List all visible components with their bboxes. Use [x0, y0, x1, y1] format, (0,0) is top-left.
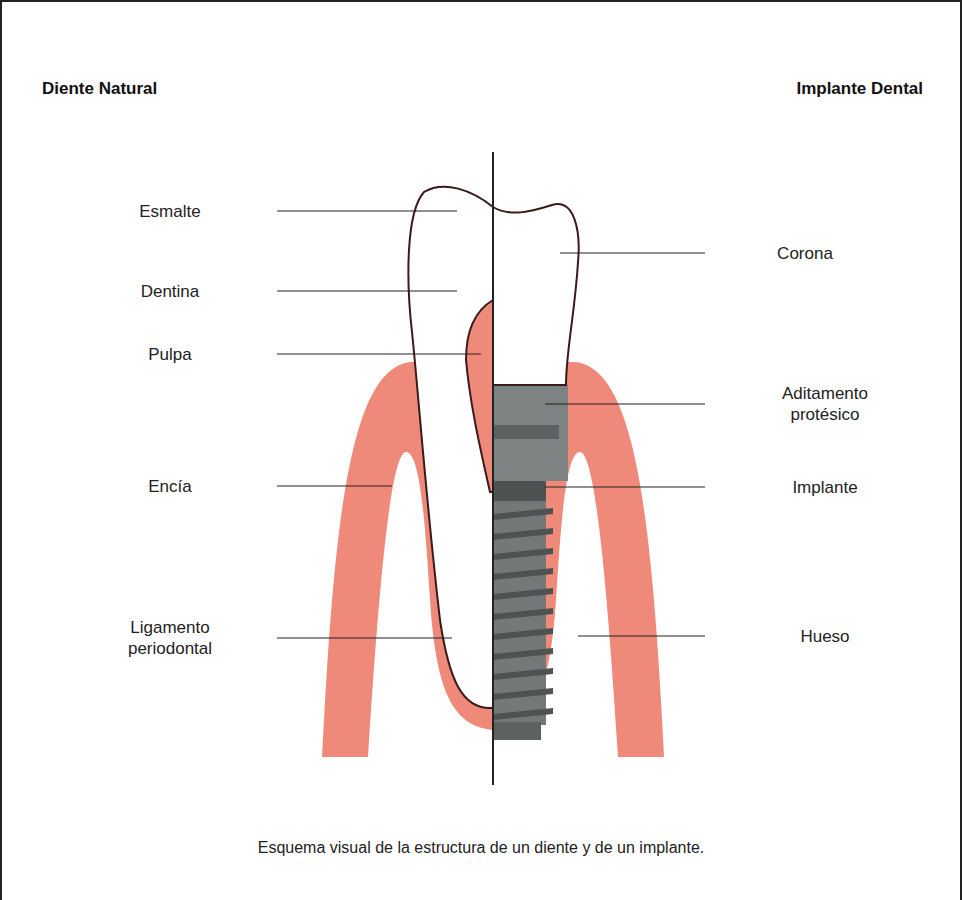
- caption: Esquema visual de la estructura de un di…: [40, 837, 922, 858]
- leader-line: [545, 487, 705, 488]
- thread: [493, 688, 553, 700]
- thread: [493, 708, 553, 720]
- leader-line: [277, 291, 457, 292]
- gum-right: [493, 362, 664, 757]
- thread: [493, 548, 553, 560]
- thread: [493, 568, 553, 580]
- part-label: Dentina: [90, 281, 250, 302]
- leader-line: [277, 211, 457, 212]
- leader-line: [277, 354, 481, 355]
- thread: [493, 608, 553, 620]
- tooth-outline: [408, 187, 493, 708]
- leader-line: [560, 253, 705, 254]
- part-label: Encía: [90, 476, 250, 497]
- pulp: [466, 300, 493, 492]
- thread: [493, 628, 553, 640]
- column-heading: Diente Natural: [42, 78, 262, 99]
- thread: [493, 668, 553, 680]
- implant-threads: [493, 508, 553, 720]
- part-label: Esmalte: [90, 201, 250, 222]
- leader-line: [277, 486, 392, 487]
- implant-apex: [493, 722, 541, 740]
- thread: [493, 648, 553, 660]
- leader-line: [545, 404, 705, 405]
- thread: [493, 528, 553, 540]
- column-heading: Implante Dental: [700, 78, 923, 99]
- part-label: Ligamento periodontal: [108, 617, 232, 659]
- leader-lines: [277, 211, 705, 638]
- divider-line: [492, 152, 494, 785]
- implant-collar: [493, 481, 546, 501]
- abutment-band: [493, 425, 559, 439]
- thread: [493, 588, 553, 600]
- leader-line: [277, 638, 452, 639]
- gum-right-gap: [493, 452, 618, 757]
- part-label: Corona: [740, 243, 870, 264]
- part-label: Aditamento protésico: [755, 383, 895, 425]
- leader-line: [578, 636, 705, 637]
- abutment: [493, 385, 568, 481]
- part-label: Hueso: [750, 626, 900, 647]
- thread: [493, 508, 553, 520]
- part-label: Implante: [750, 477, 900, 498]
- crown: [493, 204, 579, 385]
- part-label: Pulpa: [90, 344, 250, 365]
